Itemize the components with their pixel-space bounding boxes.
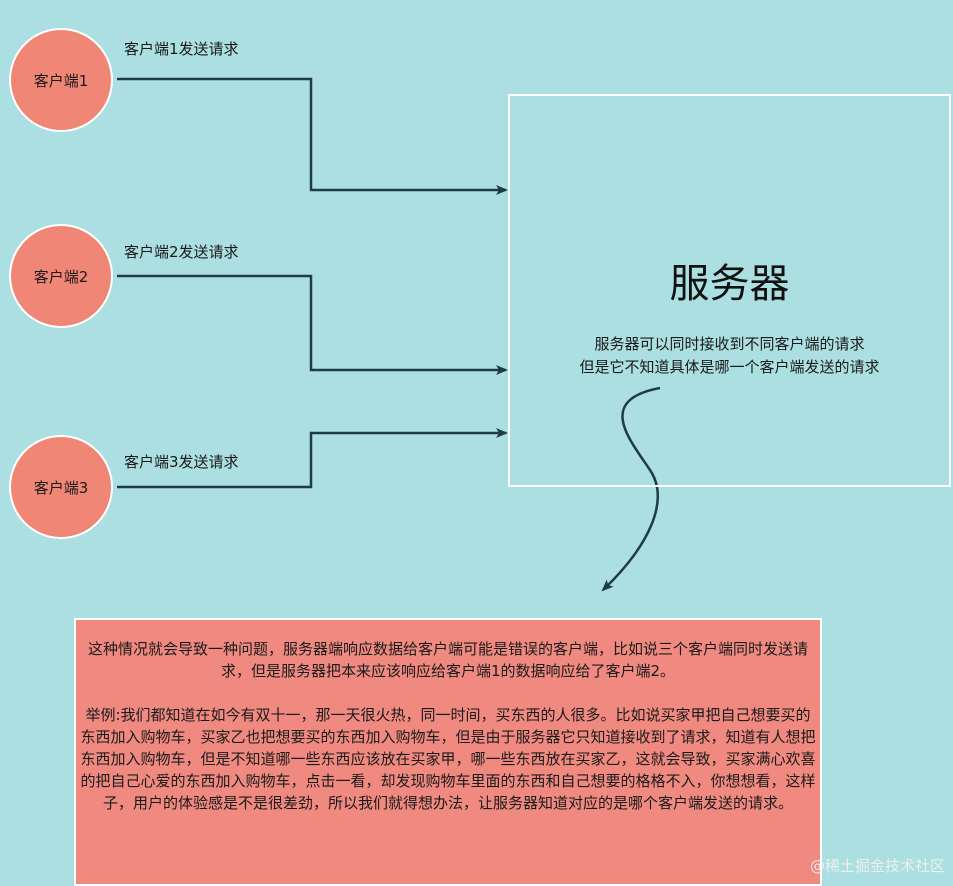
client-node-1: 客户端1: [9, 28, 113, 132]
client-node-2: 客户端2: [9, 224, 113, 328]
edge-label-client2: 客户端2发送请求: [124, 243, 239, 261]
connector-client1-server: [117, 77, 508, 195]
server-title: 服务器: [669, 261, 790, 307]
server-description-line-1: 服务器可以同时接收到不同客户端的请求: [594, 335, 865, 353]
client-node-2-label: 客户端2: [33, 267, 89, 286]
server-description: 服务器可以同时接收到不同客户端的请求 但是它不知道具体是哪一个客户端发送的请求: [530, 333, 929, 379]
client-node-3: 客户端3: [9, 435, 113, 539]
edge-label-client3: 客户端3发送请求: [124, 453, 239, 471]
connector-client3-server: [117, 428, 508, 489]
client-node-1-label: 客户端1: [33, 71, 89, 90]
note-paragraph-1: 这种情况就会导致一种问题，服务器端响应数据给客户端可能是错误的客户端，比如说三个…: [87, 640, 808, 680]
client-node-3-label: 客户端3: [33, 478, 89, 497]
edge-label-client1: 客户端1发送请求: [124, 40, 239, 58]
connector-client2-server: [117, 274, 508, 375]
server-description-line-2: 但是它不知道具体是哪一个客户端发送的请求: [579, 358, 880, 376]
server-box: 服务器 服务器可以同时接收到不同客户端的请求 但是它不知道具体是哪一个客户端发送…: [508, 94, 951, 487]
explanation-note: 这种情况就会导致一种问题，服务器端响应数据给客户端可能是错误的客户端，比如说三个…: [74, 618, 822, 886]
note-paragraph-2: 举例:我们都知道在如今有双十一，那一天很火热，同一时间，买东西的人很多。比如说买…: [80, 706, 816, 812]
connector-server-note: [601, 386, 661, 592]
watermark: @稀土掘金技术社区: [809, 857, 945, 875]
